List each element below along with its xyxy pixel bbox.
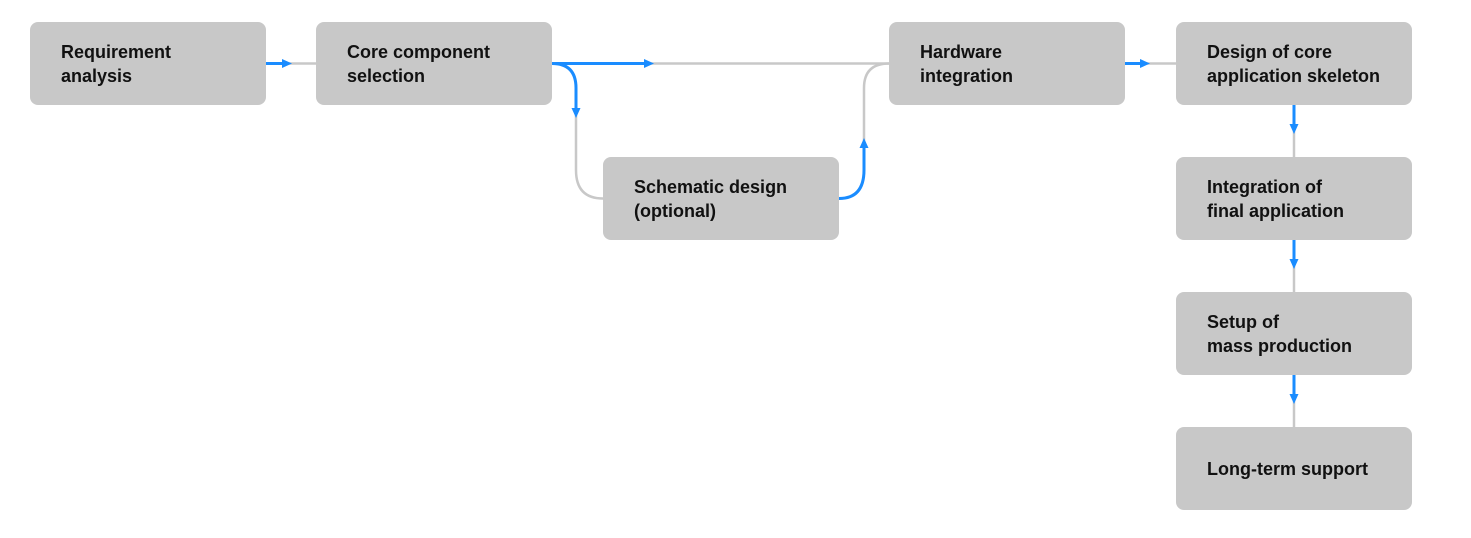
node-integration-final-application: Integration of final application <box>1176 157 1412 240</box>
node-hardware-integration: Hardware integration <box>889 22 1125 105</box>
node-design-core-application: Design of core application skeleton <box>1176 22 1412 105</box>
node-label: Requirement analysis <box>61 41 172 86</box>
node-label: Schematic design (optional) <box>634 176 788 221</box>
edge-setup-to-support <box>1289 375 1299 427</box>
node-label: Long-term support <box>1207 458 1368 479</box>
edge-core-to-schematic <box>551 62 604 200</box>
edge-design-to-integration <box>1289 105 1299 157</box>
node-schematic-design: Schematic design (optional) <box>603 157 839 240</box>
node-label: Setup of mass production <box>1207 311 1353 356</box>
node-label: Hardware integration <box>920 41 1013 86</box>
edge-hardware-to-design <box>1125 59 1176 68</box>
node-label: Design of core application skeleton <box>1207 41 1381 86</box>
node-core-component-selection: Core component selection <box>316 22 552 105</box>
node-long-term-support: Long-term support <box>1176 427 1412 510</box>
node-requirement-analysis: Requirement analysis <box>30 22 266 105</box>
edge-schematic-to-hardware <box>838 62 890 200</box>
edge-core-to-hardware <box>552 59 889 68</box>
node-label: Integration of final application <box>1207 176 1345 221</box>
node-label: Core component selection <box>347 41 491 86</box>
node-setup-mass-production: Setup of mass production <box>1176 292 1412 375</box>
edge-integration-to-setup <box>1289 240 1299 292</box>
edge-requirement-to-core <box>266 59 316 68</box>
